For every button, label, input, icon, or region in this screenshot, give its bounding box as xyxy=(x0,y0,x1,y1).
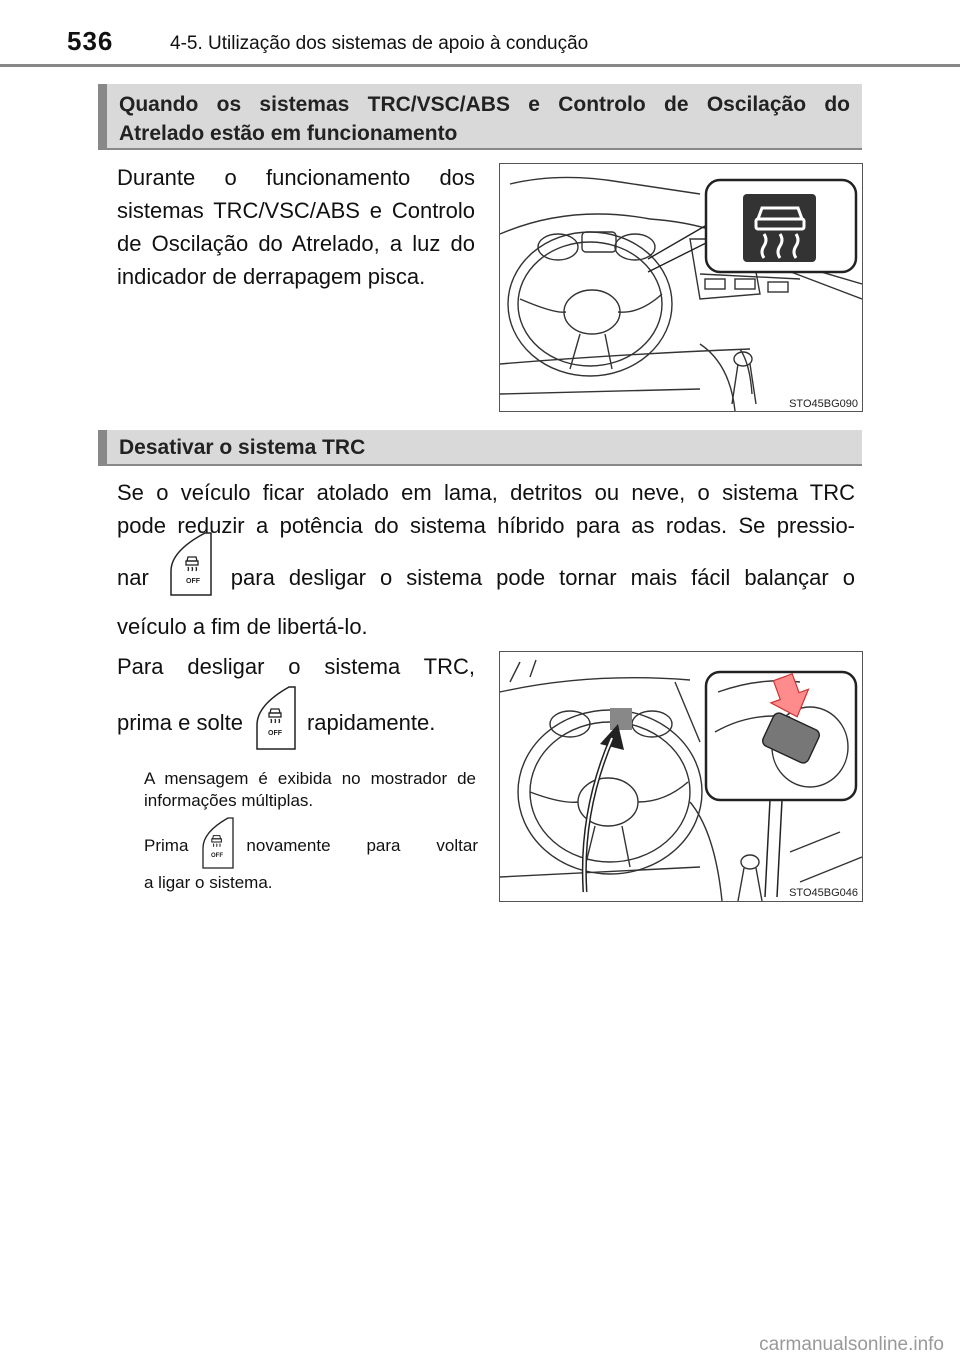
section2-paragraph: Se o veículo ficar atolado em lama, detr… xyxy=(117,476,855,643)
para-line-3-start: nar xyxy=(117,565,149,590)
para-line-1: Se o veículo ficar atolado em lama, detr… xyxy=(117,480,855,505)
note2-end: novamente para voltar xyxy=(246,836,478,855)
section-heading-disable-trc: Desativar o sistema TRC xyxy=(98,430,862,466)
para-line-4: veículo a fim de libertá-lo. xyxy=(117,614,368,639)
note-press-again: Prima OFF novamente para voltar xyxy=(144,816,478,876)
trc-off-button-icon-3: OFF xyxy=(200,816,236,876)
step-line-1: Para desligar o sistema TRC, xyxy=(117,654,475,679)
svg-text:OFF: OFF xyxy=(211,853,223,859)
note2-start: Prima xyxy=(144,836,189,855)
step-line-2: prima e solte OFF rapidamente. xyxy=(117,685,497,760)
steering-switch-illustration: STO45BG046 xyxy=(499,659,863,902)
para-line-3: nar OFF para desligar o sistema pode tor… xyxy=(117,531,855,614)
header-rule xyxy=(0,64,960,67)
running-header: 4-5. Utilização dos sistemas de apoio à … xyxy=(170,33,589,54)
section1-paragraph: Durante o funcionamento dos sistemas TRC… xyxy=(117,165,475,289)
watermark: carmanualsonline.info xyxy=(759,1334,944,1355)
step-line-2-end: rapidamente. xyxy=(306,709,436,735)
note-message-displayed: A mensagem é exibida no mostrador de inf… xyxy=(144,769,476,810)
para-line-2: pode reduzir a potência do sistema híbri… xyxy=(117,513,855,538)
press-arrow-icon xyxy=(769,673,810,718)
figure-trc-off-switch: STO45BG046 xyxy=(499,651,863,902)
para-line-3-end: para desligar o sistema pode tornar mais… xyxy=(230,565,855,590)
section-heading-line2: Atrelado estão em funcionamento xyxy=(119,122,458,145)
slip-indicator-icon xyxy=(754,206,806,259)
trc-off-button-icon-2: OFF xyxy=(253,685,299,760)
trc-off-button-icon: OFF xyxy=(165,531,217,626)
page-number: 536 xyxy=(67,26,114,56)
step-line-2-start: prima e solte xyxy=(117,709,243,735)
section-heading-line1: Quando os sistemas TRC/VSC/ABS e Control… xyxy=(119,93,850,116)
figure1-code: STO45BG090 xyxy=(789,398,858,410)
svg-text:OFF: OFF xyxy=(268,730,283,737)
figure-dashboard-slip-indicator: STO45BG090 xyxy=(499,163,863,412)
section-heading-trc-vsc-abs: Quando os sistemas TRC/VSC/ABS e Control… xyxy=(98,84,862,150)
figure2-code: STO45BG046 xyxy=(789,887,858,899)
svg-text:OFF: OFF xyxy=(186,578,201,585)
note2-continued: a ligar o sistema. xyxy=(144,873,273,892)
dashboard-illustration: STO45BG090 xyxy=(499,176,863,412)
